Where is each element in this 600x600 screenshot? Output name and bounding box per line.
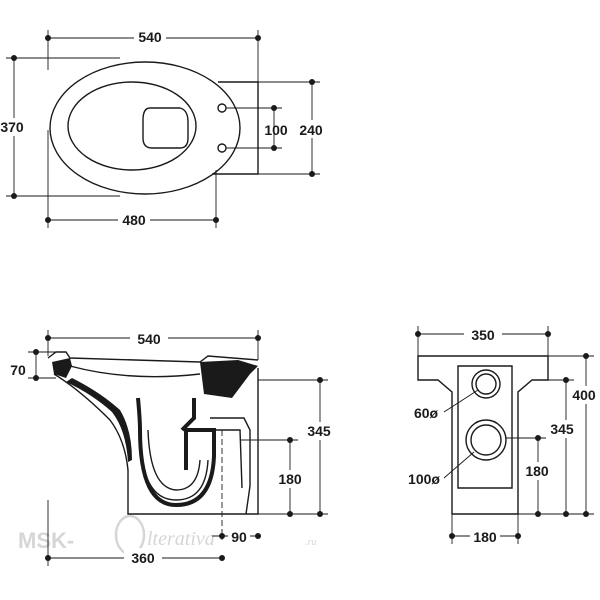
side-view: 540 70 345 180 90 360 <box>10 328 334 566</box>
dim-front-width: 350 <box>471 327 495 343</box>
dim-fix-spacing: 100 <box>264 122 288 138</box>
outlet-circle-inner <box>470 424 502 456</box>
tank-connection <box>212 81 259 175</box>
top-view: 540 370 480 100 240 <box>0 28 326 228</box>
inlet-circle-outer <box>471 369 501 399</box>
fix-hole-top <box>217 103 227 113</box>
watermark-script: lterativa <box>147 528 215 550</box>
bowl-inner-top <box>69 365 201 378</box>
water-opening <box>142 107 189 149</box>
bowl-outer <box>49 61 241 195</box>
fix-hole-bottom <box>217 143 227 153</box>
dim-rim-height: 70 <box>10 362 26 378</box>
front-flare <box>66 378 132 462</box>
dim-outlet-distance: 360 <box>131 550 155 566</box>
dim-outlet-diameter: 100ø <box>408 471 440 487</box>
outer-body <box>53 368 259 515</box>
trap-outlet <box>136 397 216 508</box>
watermark: MSK- lterativa .ru <box>18 514 316 556</box>
dim-inlet-diameter: 60ø <box>414 405 439 421</box>
dim-front-outlet-height: 180 <box>525 463 549 479</box>
rear-rim <box>200 360 258 398</box>
dim-front-total-height: 400 <box>572 387 596 403</box>
front-lip <box>52 358 72 378</box>
dim-front-height: 345 <box>550 421 574 437</box>
dim-top-width: 540 <box>138 29 162 45</box>
bowl-inner <box>67 81 197 171</box>
inlet-circle-inner <box>475 373 497 395</box>
outlet-circle-outer <box>465 419 507 461</box>
watermark-suffix: .ru <box>305 537 316 548</box>
dim-front-base-width: 180 <box>473 529 497 545</box>
dim-outlet-offset: 90 <box>231 529 247 545</box>
connection-pipe <box>210 417 251 515</box>
dim-side-height: 345 <box>307 423 331 439</box>
dim-side-outlet-height: 180 <box>278 471 302 487</box>
rim-top <box>47 351 259 363</box>
watermark-prefix: MSK- <box>18 528 74 553</box>
trap-inner <box>147 429 201 491</box>
dim-side-width: 540 <box>137 331 161 347</box>
dim-tank-width: 240 <box>299 122 323 138</box>
dim-top-bowl-width: 480 <box>122 212 146 228</box>
front-inner-frame <box>457 365 513 489</box>
front-view: 60ø 100ø 350 400 345 180 <box>408 324 600 546</box>
front-outline <box>417 355 549 515</box>
dim-top-depth: 370 <box>0 119 24 135</box>
connection-pipe-inner <box>212 429 243 489</box>
